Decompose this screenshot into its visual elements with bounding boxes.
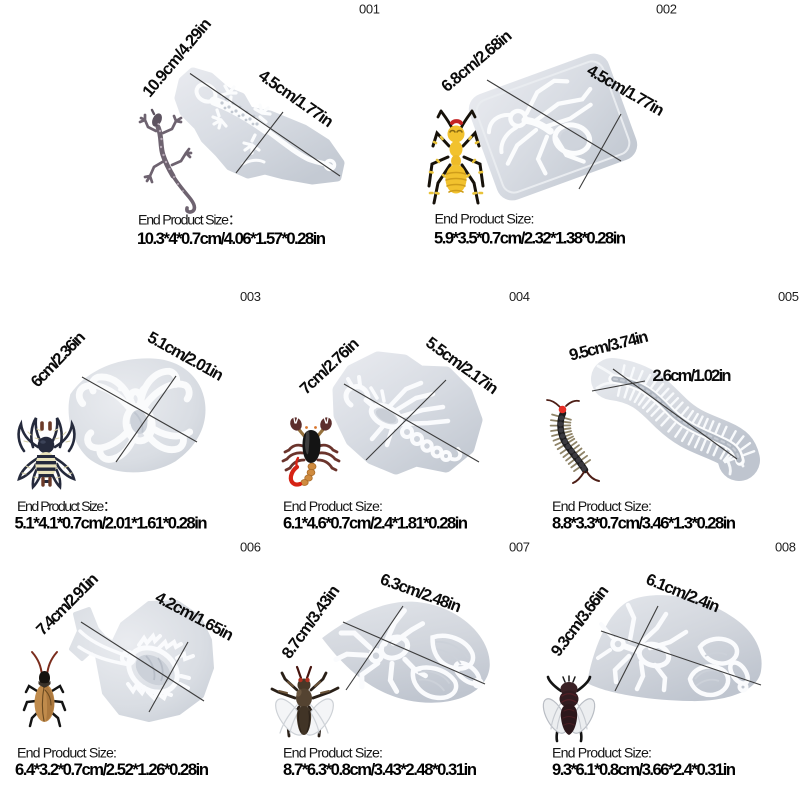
svg-text:6.1*4.6*0.7cm/2.4*1.81*0.28in: 6.1*4.6*0.7cm/2.4*1.81*0.28in <box>283 514 468 533</box>
svg-text:002: 002 <box>656 2 677 17</box>
svg-text:End Product Size:: End Product Size: <box>552 499 652 515</box>
svg-text:End Product Size：: End Product Size： <box>138 213 242 229</box>
svg-text:End Product Size:: End Product Size: <box>552 746 652 762</box>
svg-text:6.4*3.2*0.7cm/2.52*1.26*0.28in: 6.4*3.2*0.7cm/2.52*1.26*0.28in <box>15 760 209 779</box>
svg-text:006: 006 <box>240 540 261 555</box>
svg-text:8.8*3.3*0.7cm/3.46*1.3*0.28in: 8.8*3.3*0.7cm/3.46*1.3*0.28in <box>552 514 736 533</box>
svg-text:8.7*6.3*0.8cm/3.43*2.48*0.31in: 8.7*6.3*0.8cm/3.43*2.48*0.31in <box>283 760 477 779</box>
svg-text:007: 007 <box>509 540 530 555</box>
svg-text:End Product Size：: End Product Size： <box>17 499 117 515</box>
svg-text:End Product Size:: End Product Size: <box>283 746 383 762</box>
svg-text:008: 008 <box>775 540 796 555</box>
svg-text:End Product Size:: End Product Size: <box>283 499 383 515</box>
svg-text:9.3*6.1*0.8cm/3.66*2.4*0.31in: 9.3*6.1*0.8cm/3.66*2.4*0.31in <box>552 760 736 779</box>
svg-text:End Product Size:: End Product Size: <box>17 746 117 762</box>
svg-text:004: 004 <box>509 289 530 304</box>
svg-text:5.9*3.5*0.7cm/2.32*1.38*0.28in: 5.9*3.5*0.7cm/2.32*1.38*0.28in <box>434 229 626 248</box>
svg-text:003: 003 <box>240 289 261 304</box>
svg-text:2.6cm/1.02in: 2.6cm/1.02in <box>653 367 732 385</box>
svg-text:End Product Size:: End Product Size: <box>435 212 535 228</box>
svg-text:6cm/2.36in: 6cm/2.36in <box>28 328 90 391</box>
svg-text:005: 005 <box>778 289 799 304</box>
svg-text:001: 001 <box>359 2 380 17</box>
svg-text:5.1*4.1*0.7cm/2.01*1.61*0.28in: 5.1*4.1*0.7cm/2.01*1.61*0.28in <box>15 514 208 533</box>
svg-text:10.3*4*0.7cm/4.06*1.57*0.28in: 10.3*4*0.7cm/4.06*1.57*0.28in <box>137 229 326 248</box>
